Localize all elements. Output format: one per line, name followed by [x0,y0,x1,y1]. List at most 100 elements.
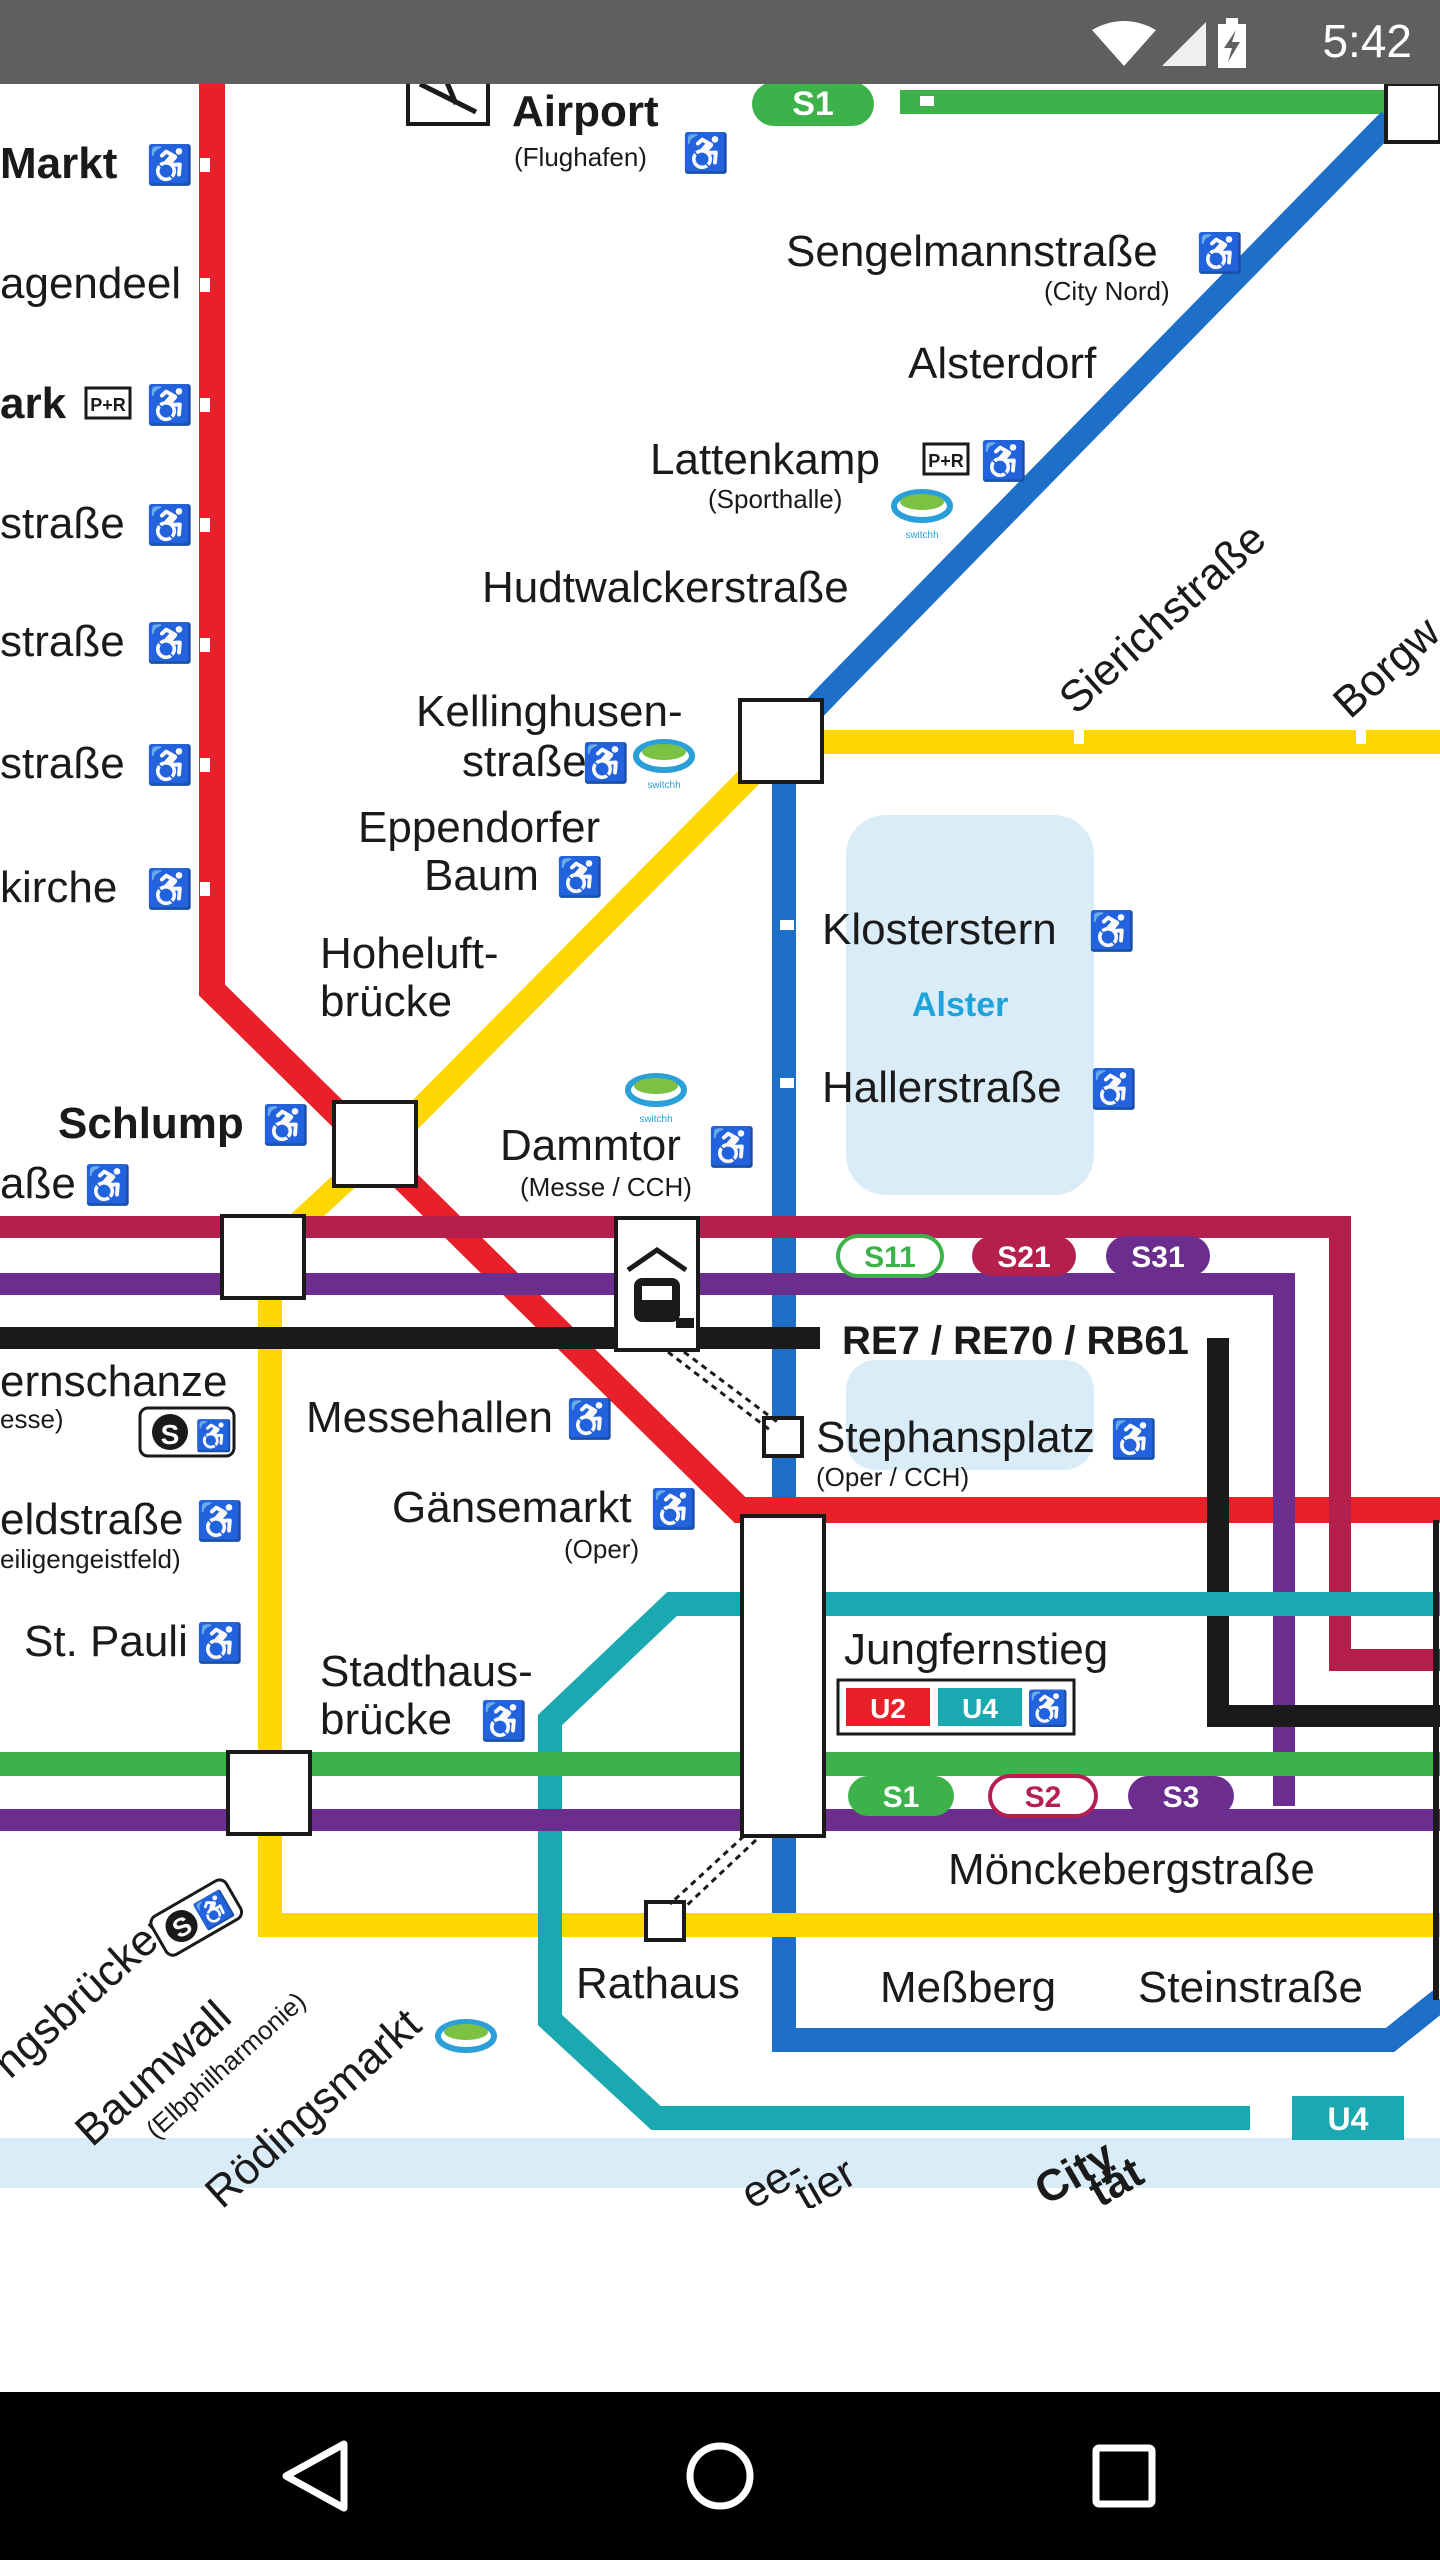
station-schlump[interactable]: Schlump [58,1099,244,1148]
station-stadthausbruecke-1[interactable]: Stadthaus- [320,1647,533,1696]
label-re-lines: RE7 / RE70 / RB61 [842,1319,1189,1363]
wheelchair-icon: ♿ [195,1418,232,1453]
wheelchair-icon: ♿ [556,855,603,899]
alster-lake-lower [846,1360,1094,1470]
wheelchair-icon: ♿ [1090,1067,1137,1111]
station-hoheluftbruecke-2[interactable]: brücke [320,977,452,1026]
wifi-icon [1092,21,1156,66]
back-icon[interactable] [256,2426,376,2526]
switchh-logo-lattenkamp: switchh [891,489,953,541]
svg-text:S21: S21 [997,1241,1050,1274]
wheelchair-icon: ♿ [1110,1417,1157,1461]
walk-connector-2 [668,1834,758,1910]
wheelchair-icon: ♿ [146,143,193,187]
station-messehallen[interactable]: Messehallen [306,1393,553,1442]
station-ark[interactable]: ark [0,379,67,428]
transit-map[interactable]: S1 S11 S21 S31 U2 U4 ♿ S1 S2 S3 U4 P+R [0,84,1440,2208]
station-strasse-3[interactable]: straße [0,739,125,788]
station-strasse-1[interactable]: straße [0,499,125,548]
label-alster: Alster [912,986,1008,1024]
station-abe[interactable]: aße [0,1159,76,1208]
svg-text:U4: U4 [1328,2101,1369,2137]
station-oper: (Oper) [564,1534,639,1564]
cell-signal-icon [1162,22,1206,66]
battery-charging-icon [1218,18,1246,68]
station-eppendorfer-1[interactable]: Eppendorfer [358,803,600,852]
station-stadthausbruecke-2[interactable]: brücke [320,1695,452,1744]
station-sengelmannstrasse[interactable]: Sengelmannstraße [786,227,1158,276]
station-flughafen: (Flughafen) [514,142,647,172]
station-lattenkamp[interactable]: Lattenkamp [650,435,880,484]
wheelchair-icon: ♿ [566,1397,613,1441]
station-st-pauli[interactable]: St. Pauli [24,1617,188,1666]
station-sierichstrasse[interactable]: Sierichstraße [1050,514,1275,724]
svg-text:switchh: switchh [905,530,938,541]
elbe-river [0,2138,1440,2188]
station-borgw[interactable]: Borgw [1324,607,1440,727]
wheelchair-icon: ♿ [1088,909,1135,953]
svg-text:S3: S3 [1163,1781,1200,1814]
badge-u2-u4: U2 U4 ♿ [836,1678,1076,1736]
svg-text:switchh: switchh [647,780,680,791]
svg-text:S31: S31 [1131,1241,1184,1274]
s-bahn-badge: S ♿ [138,1406,236,1458]
home-icon[interactable] [660,2426,780,2526]
station-sporthalle: (Sporthalle) [708,484,842,514]
badge-s1-top-text: S1 [792,85,834,123]
recent-apps-icon[interactable] [1064,2426,1184,2526]
station-sternschanze-messe: esse) [0,1404,64,1434]
station-steinstrasse[interactable]: Steinstraße [1138,1963,1363,2012]
station-alsterdorf[interactable]: Alsterdorf [908,339,1097,388]
station-jungfernstieg[interactable]: Jungfernstieg [844,1625,1108,1674]
svg-text:U4: U4 [962,1693,998,1724]
alster-lake [846,815,1094,1195]
station-kirche[interactable]: kirche [0,863,117,912]
station-strasse-2[interactable]: straße [0,617,125,666]
wheelchair-icon: ♿ [1027,1689,1069,1728]
badge-s1-top: S1 [752,84,874,126]
station-airport[interactable]: Airport [512,87,659,136]
train-station-icon [626,1246,694,1328]
station-kellinghusen-2[interactable]: straße [462,737,587,786]
station-hoheluftbruecke-1[interactable]: Hoheluft- [320,929,499,978]
badge-s31: S31 [1106,1236,1210,1276]
walk-connector [667,1350,781,1432]
station-kellinghusen-1[interactable]: Kellinghusen- [416,687,683,736]
status-icons [1092,18,1246,68]
wheelchair-icon: ♿ [146,867,193,911]
badge-s21: S21 [972,1236,1076,1276]
station-feldstrasse[interactable]: eldstraße [0,1495,183,1544]
badge-u4-right: U4 [1292,2096,1404,2140]
wheelchair-icon: ♿ [682,131,729,175]
wheelchair-icon: ♿ [582,741,629,785]
pr-badge-lattenkamp: P+R [922,442,970,476]
wheelchair-icon: ♿ [146,621,193,665]
line-u1 [772,111,1440,2052]
wheelchair-icon: ♿ [262,1103,309,1147]
station-messberg[interactable]: Meßberg [880,1963,1056,2012]
station-hallerstrasse[interactable]: Hallerstraße [822,1063,1062,1112]
station-heiligengeistfeld: eiligengeistfeld) [0,1544,181,1574]
svg-text:S1: S1 [883,1781,920,1814]
station-eppendorfer-2[interactable]: Baum [424,851,539,900]
station-stephansplatz[interactable]: Stephansplatz [816,1413,1095,1462]
wheelchair-icon: ♿ [1196,231,1243,275]
station-oper-cch: (Oper / CCH) [816,1462,969,1492]
station-messe-cch: (Messe / CCH) [520,1172,692,1202]
interchange-boxes [220,84,1440,1942]
svg-text:switchh: switchh [639,1114,672,1125]
s-bahn-badge-landungsbruecken: S ♿ [149,1878,244,1957]
station-moenckebergstrasse[interactable]: Mönckebergstraße [948,1845,1315,1894]
station-agendeel[interactable]: agendeel [0,259,181,308]
station-sternschanze[interactable]: ernschanze [0,1357,227,1406]
station-dammtor[interactable]: Dammtor [500,1121,681,1170]
station-ticks [200,96,1366,1088]
station-rathaus[interactable]: Rathaus [576,1959,740,2008]
station-klosterstern[interactable]: Klosterstern [822,905,1057,954]
svg-text:U2: U2 [870,1693,906,1724]
station-markt[interactable]: Markt [0,139,118,188]
station-hudtwalckerstrasse[interactable]: Hudtwalckerstraße [482,563,849,612]
station-gaensemarkt[interactable]: Gänsemarkt [392,1483,632,1532]
wheelchair-icon: ♿ [708,1125,755,1169]
wheelchair-icon: ♿ [146,503,193,547]
